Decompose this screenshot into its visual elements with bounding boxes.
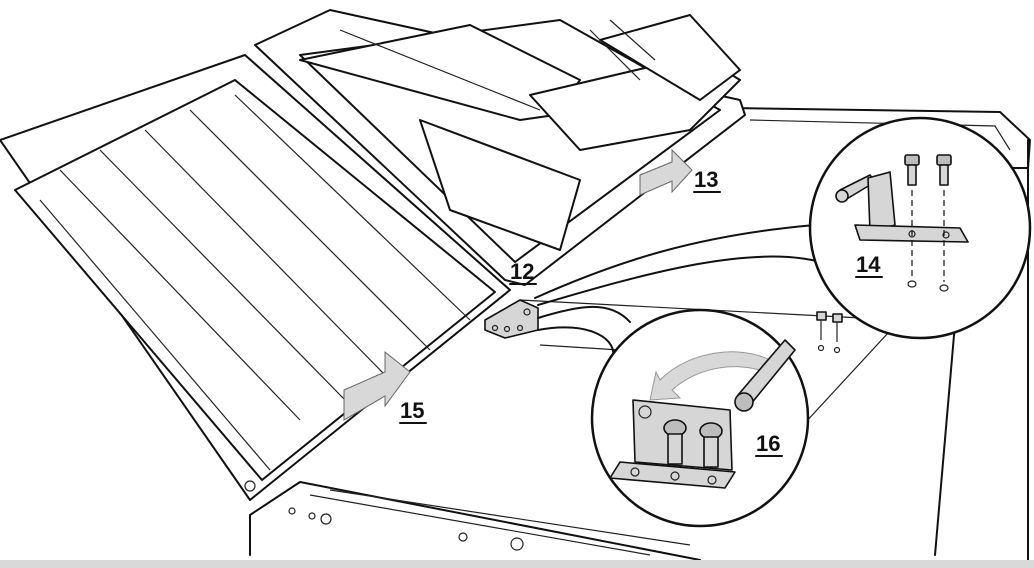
callout-labels: 12 13 14 15 16	[399, 167, 883, 457]
arrow-13	[639, 148, 693, 196]
raised-lid	[254, 9, 746, 286]
callout-12: 12	[510, 259, 534, 284]
detail-circle-16	[590, 308, 810, 528]
footer-bar	[0, 560, 1034, 568]
callout-15: 15	[400, 398, 424, 423]
hinge-12	[484, 299, 539, 339]
arrow-15	[343, 350, 411, 421]
callout-16: 16	[756, 431, 780, 456]
cabinet-screws	[816, 311, 843, 354]
detail-circle-14	[808, 116, 1032, 340]
callout-13: 13	[694, 167, 718, 192]
callout-14: 14	[856, 252, 881, 277]
